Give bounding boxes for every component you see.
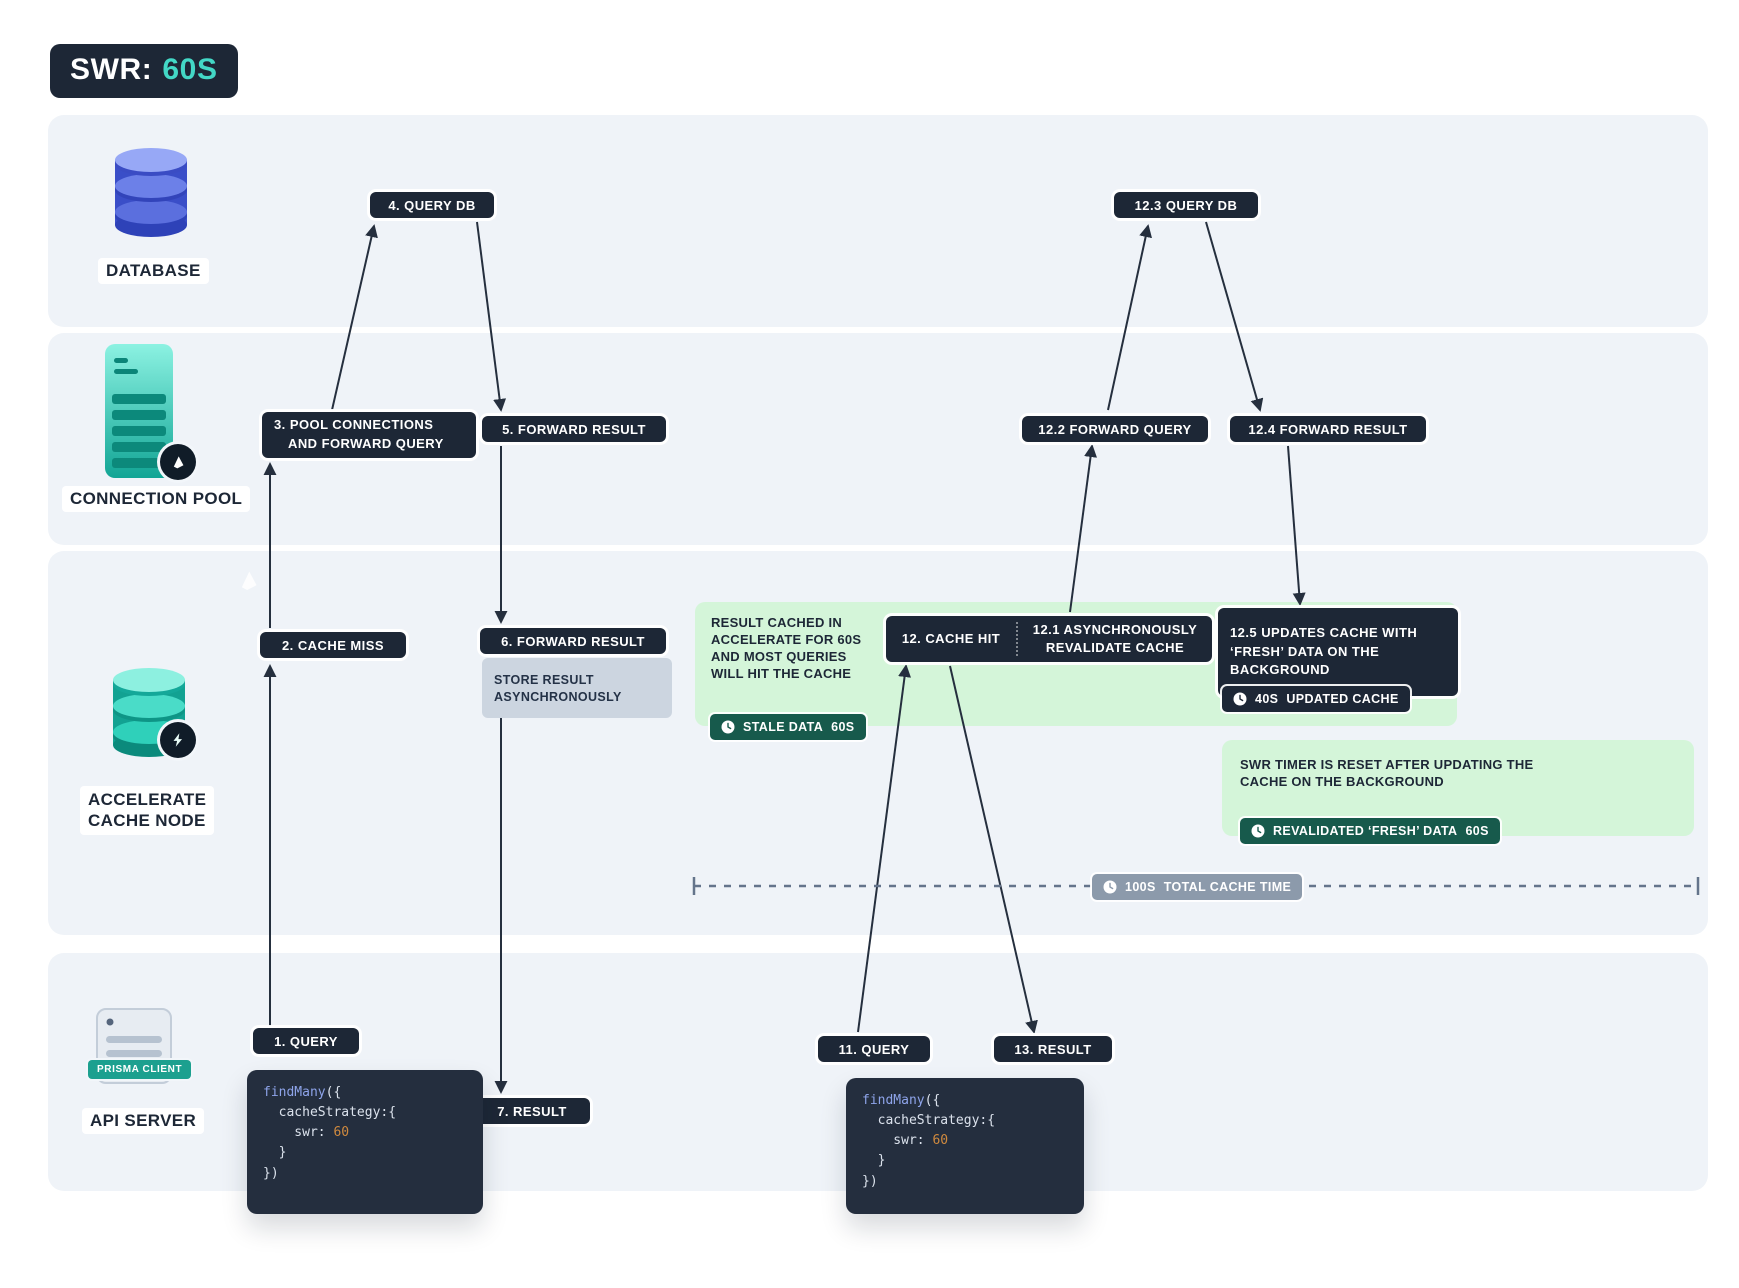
updated-cache-badge: 40S UPDATED CACHE [1222,686,1410,712]
lane-database [48,115,1708,327]
connection-pool-icon [102,342,196,485]
lane-label-database: DATABASE [98,258,209,284]
code-line: findMany({ [862,1091,1068,1111]
lane-label-accelerate-line2: CACHE NODE [88,811,206,831]
step-7-result: 7. RESULT [474,1098,590,1124]
clock-icon [1233,692,1247,706]
database-icon [106,146,196,245]
title-badge: SWR: 60S [50,44,238,98]
store-result-note: STORE RESULT ASYNCHRONOUSLY [482,658,672,718]
swr-note-text: SWR TIMER IS RESET AFTER UPDATING THE CA… [1240,757,1534,790]
step-3-line1: 3. POOL CONNECTIONS [274,417,434,433]
prisma-logo-icon [160,444,196,480]
updated-cache-value: 40S [1255,692,1279,706]
code-paren: ({ [325,1085,342,1100]
code-line: cacheStrategy:{ [263,1105,397,1121]
step-1-query: 1. QUERY [253,1028,359,1054]
title-prefix: SWR: [70,53,153,86]
stale-data-value: 60S [831,720,855,734]
accelerate-cache-icon [104,666,196,765]
step-3-pool-connections: 3. POOL CONNECTIONS AND FORWARD QUERY [262,412,476,458]
code-line: findMany({ [263,1083,467,1103]
lane-label-api-server: API SERVER [82,1108,205,1134]
lane-label-accelerate-line1: ACCELERATE [88,790,207,809]
code-line: }) [862,1173,878,1189]
code-block-1: findMany({ cacheStrategy:{ swr: 60 } }) [247,1070,483,1214]
step-3-line2: AND FORWARD QUERY [288,436,444,451]
code-fn: findMany [862,1093,925,1108]
code-value: 60 [932,1133,949,1149]
step-12-3-query-db: 12.3 QUERY DB [1114,192,1258,218]
step-12-cache-hit: 12. CACHE HIT [901,631,1001,647]
prisma-watermark-icon [236,566,262,601]
step-12-4-forward-result: 12.4 FORWARD RESULT [1230,416,1426,442]
code-block-2: findMany({ cacheStrategy:{ swr: 60 } }) [846,1078,1084,1214]
step-13-result: 13. RESULT [994,1036,1112,1062]
badge-divider [1016,622,1018,656]
stale-data-badge: STALE DATA 60S [710,714,866,740]
step-12-combined-badge: 12. CACHE HIT 12.1 ASYNCHRONOUSLY REVALI… [886,616,1212,662]
step-5-forward-result: 5. FORWARD RESULT [482,416,666,442]
code-line: }) [263,1165,279,1181]
code-line: cacheStrategy:{ [862,1113,996,1129]
clock-icon [721,720,735,734]
code-line: swr: 60 [263,1123,467,1143]
step-6-forward-result: 6. FORWARD RESULT [480,628,666,654]
revalidated-data-badge: REVALIDATED ‘FRESH’ DATA 60S [1240,818,1500,844]
cache-note-text: RESULT CACHED IN ACCELERATE FOR 60S AND … [711,615,862,682]
total-cache-time-badge: 100S TOTAL CACHE TIME [1092,874,1303,900]
code-key: swr: [862,1133,933,1149]
lane-label-accelerate: ACCELERATE CACHE NODE [80,786,215,835]
revalidated-data-label: REVALIDATED ‘FRESH’ DATA [1273,824,1458,838]
store-result-line1: STORE RESULT [494,672,594,687]
clock-icon [1103,880,1117,894]
revalidated-data-value: 60S [1465,824,1489,838]
lightning-icon [160,722,196,758]
title-value: 60S [162,53,218,86]
step-12-1-revalidate: 12.1 ASYNCHRONOUSLY REVALIDATE CACHE [1032,622,1198,655]
store-result-line2: ASYNCHRONOUSLY [494,689,622,704]
updated-cache-label: UPDATED CACHE [1286,692,1399,706]
code-value: 60 [333,1125,350,1141]
clock-icon [1251,824,1265,838]
code-key: swr: [263,1125,334,1141]
code-fn: findMany [263,1085,326,1100]
code-line: } [263,1145,287,1161]
stale-data-label: STALE DATA [743,720,824,734]
step-2-cache-miss: 2. CACHE MISS [260,632,406,658]
step-12-5-updates-cache: 12.5 UPDATES CACHE WITH ‘FRESH’ DATA ON … [1218,608,1458,696]
lane-label-connection-pool: CONNECTION POOL [62,486,251,512]
step-12-2-forward-query: 12.2 FORWARD QUERY [1022,416,1208,442]
code-line: } [862,1153,886,1169]
code-paren: ({ [924,1093,941,1108]
step-11-query: 11. QUERY [818,1036,930,1062]
total-cache-time-label: TOTAL CACHE TIME [1163,880,1292,894]
step-4-query-db: 4. QUERY DB [370,192,494,218]
prisma-client-badge: PRISMA CLIENT [88,1060,192,1079]
code-line: swr: 60 [862,1131,1068,1151]
total-cache-time-value: 100S [1125,880,1156,894]
